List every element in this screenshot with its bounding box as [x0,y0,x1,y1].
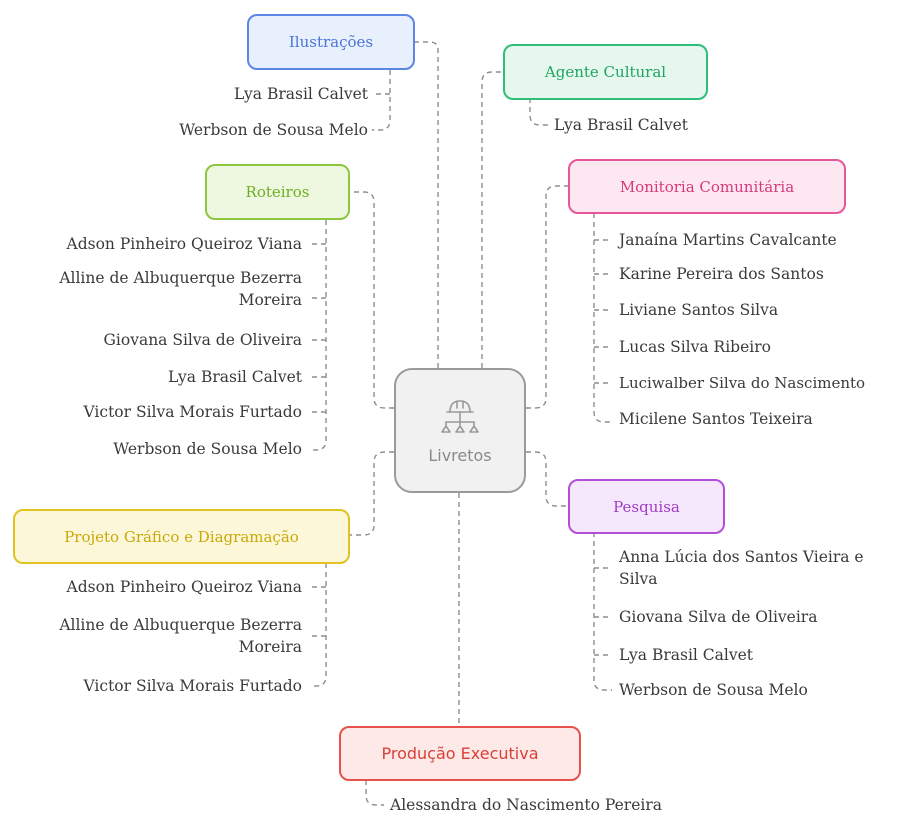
category-producao-executiva[interactable]: Produção Executiva [339,726,581,781]
member-name: Lucas Silva Ribeiro [619,338,771,356]
member-name: Werbson de Sousa Melo [179,121,368,139]
connector-monitoria [526,185,568,409]
member-name: Janaína Martins Cavalcante [619,231,837,249]
member-name: Luciwalber Silva do Nascimento [619,374,866,392]
hard-hat-hierarchy-icon [441,400,479,433]
member-name: Lya Brasil Calvet [168,368,302,386]
category-projeto-label: Projeto Gráfico e Diagramação [64,527,299,546]
member-name: Adson Pinheiro Queiroz Viana [66,235,302,253]
connector-roteiros [350,191,394,409]
category-producao-label: Produção Executiva [381,744,539,763]
member-name: Alline de Albuquerque Bezerra Moreira [59,616,302,656]
member-name: Adson Pinheiro Queiroz Viana [66,578,302,596]
category-roteiros[interactable]: Roteiros [205,164,350,220]
member-name: Victor Silva Morais Furtado [83,677,302,695]
member-name: Liviane Santos Silva [619,301,779,319]
connector-projeto [350,451,394,536]
category-projeto-grafico[interactable]: Projeto Gráfico e Diagramação [13,509,350,564]
category-pesquisa-label: Pesquisa [613,497,680,516]
member-name: Lya Brasil Calvet [619,646,753,664]
central-node-label: Livretos [428,446,492,465]
category-pesquisa[interactable]: Pesquisa [568,479,725,534]
member-name: Lya Brasil Calvet [234,85,368,103]
member-name: Karine Pereira dos Santos [619,265,824,283]
central-node-livretos[interactable]: Livretos [394,368,526,493]
member-name: Giovana Silva de Oliveira [619,608,818,626]
connector-agente [481,71,505,368]
connector-ilustracoes [415,41,439,368]
member-name: Giovana Silva de Oliveira [103,331,302,349]
member-name: Alline de Albuquerque Bezerra Moreira [59,269,302,309]
member-name: Victor Silva Morais Furtado [83,403,302,421]
member-name: Anna Lúcia dos Santos Vieira e Silva [619,548,864,588]
member-name: Werbson de Sousa Melo [619,681,808,699]
category-roteiros-label: Roteiros [245,183,310,201]
member-name: Werbson de Sousa Melo [113,440,302,458]
category-monitoria-comunitaria[interactable]: Monitoria Comunitária [568,159,846,214]
member-name: Alessandra do Nascimento Pereira [390,796,662,814]
connector-pesquisa [526,451,568,507]
category-agente-cultural-label: Agente Cultural [544,63,667,81]
category-ilustracoes[interactable]: Ilustrações [247,14,415,70]
category-monitoria-label: Monitoria Comunitária [619,177,795,196]
member-name: Lya Brasil Calvet [554,116,688,134]
category-agente-cultural[interactable]: Agente Cultural [503,44,708,100]
category-ilustracoes-label: Ilustrações [288,33,374,51]
member-name: Micilene Santos Teixeira [619,410,813,428]
